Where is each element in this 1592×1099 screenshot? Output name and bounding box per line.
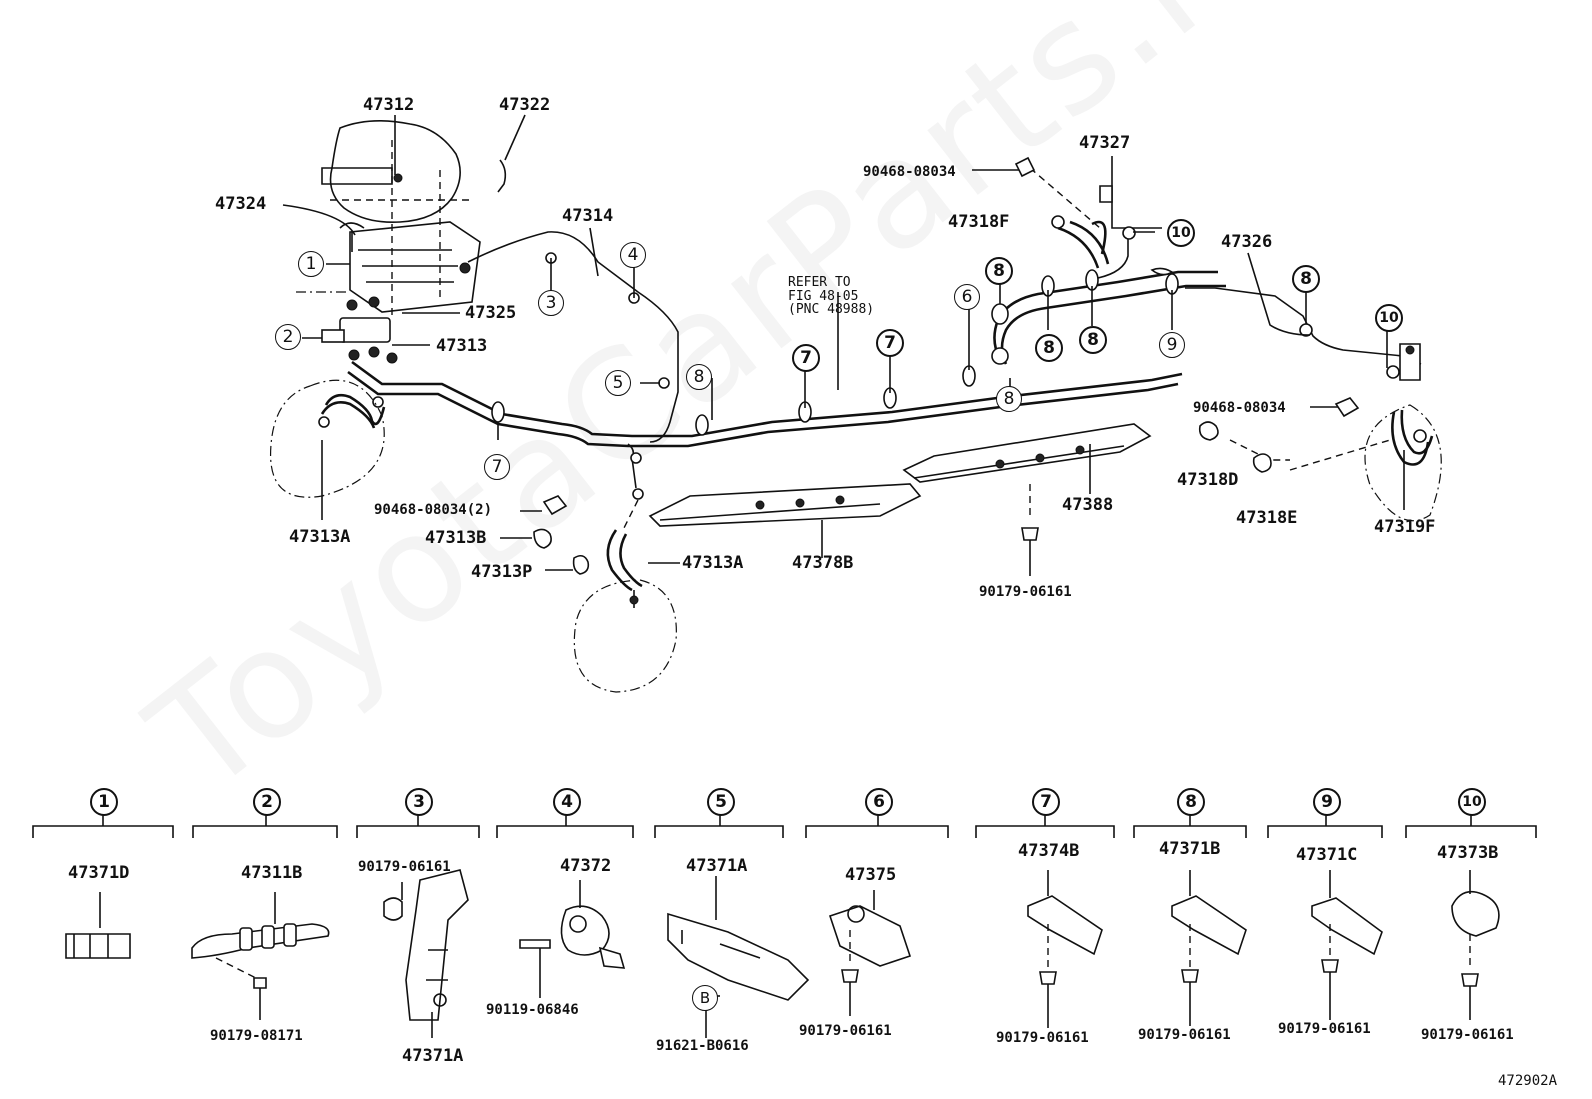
rear-hose-right xyxy=(1364,343,1442,522)
callout-8-d: 8 xyxy=(1035,334,1063,362)
detail-1-part-47371D: 47371D xyxy=(68,863,130,883)
hose-middle xyxy=(573,443,680,693)
detail-brackets xyxy=(32,813,1537,838)
callout-2: 2 xyxy=(275,324,301,350)
callout-9: 9 xyxy=(1159,332,1185,358)
callout-8-b: 8 xyxy=(985,257,1013,285)
callout-5: 5 xyxy=(605,370,631,396)
label-90179-mid: 90179-06161 xyxy=(979,584,1072,600)
callout-8-a: 8 xyxy=(686,364,712,390)
detail-5-part-47371A: 47371A xyxy=(686,856,748,876)
callout-7-right: 7 xyxy=(876,329,904,357)
label-47319F: 47319F xyxy=(1374,517,1436,537)
detail-7-part-90179-06161: 90179-06161 xyxy=(996,1030,1089,1046)
label-47313B: 47313B xyxy=(425,528,487,548)
detail-3-part-47371A: 47371A xyxy=(402,1046,464,1066)
label-90468-left: 90468-08034(2) xyxy=(374,502,493,518)
detail-4-number: 4 xyxy=(553,788,581,816)
detail-8-part-47371B: 47371B xyxy=(1159,839,1221,859)
detail-10-part-47373B: 47373B xyxy=(1437,843,1499,863)
detail-2-part-47311B: 47311B xyxy=(241,863,303,883)
label-90468-top: 90468-08034 xyxy=(863,164,956,180)
detail-8-number: 8 xyxy=(1177,788,1205,816)
detail-3-number: 3 xyxy=(405,788,433,816)
detail-9-part-90179-06161: 90179-06161 xyxy=(1278,1021,1371,1037)
detail-9-number: 9 xyxy=(1313,788,1341,816)
label-47318E: 47318E xyxy=(1236,508,1298,528)
callout-10-a: 10 xyxy=(1167,219,1195,247)
callout-7-mid: 7 xyxy=(792,344,820,372)
detail-6-part-90179-06161: 90179-06161 xyxy=(799,1023,892,1039)
detail-6-number: 6 xyxy=(865,788,893,816)
detail-2-part-90179-08171: 90179-08171 xyxy=(210,1028,303,1044)
callout-4: 4 xyxy=(620,242,646,268)
rear-fasteners xyxy=(1014,156,1360,473)
label-47313P: 47313P xyxy=(471,562,533,582)
label-90468-right: 90468-08034 xyxy=(1193,400,1286,416)
brake-lines xyxy=(347,167,1422,471)
label-47313A-mid: 47313A xyxy=(682,553,744,573)
detail-10-number: 10 xyxy=(1458,788,1486,816)
diagram-id: 472902A xyxy=(1498,1073,1558,1089)
detail-7-part-47374B: 47374B xyxy=(1018,841,1080,861)
detail-5-number: 5 xyxy=(707,788,735,816)
refer-note: REFER TO FIG 48-05 (PNC 48988) xyxy=(788,276,874,317)
callout-8-c: 8 xyxy=(996,386,1022,412)
callout-6: 6 xyxy=(954,284,980,310)
label-47318F: 47318F xyxy=(948,212,1010,232)
loose-parts xyxy=(500,495,590,575)
label-47318D: 47318D xyxy=(1177,470,1239,490)
detail-4-part-90119-06846: 90119-06846 xyxy=(486,1002,579,1018)
label-47322: 47322 xyxy=(499,95,551,115)
callout-1: 1 xyxy=(298,251,324,277)
hose-left xyxy=(270,379,386,520)
refer-note-line1: REFER TO xyxy=(788,275,851,290)
detail-parts-art xyxy=(65,869,1500,1038)
label-47313: 47313 xyxy=(436,336,488,356)
master-cylinder-assembly xyxy=(321,120,507,364)
callout-3: 3 xyxy=(538,290,564,316)
callout-7-left: 7 xyxy=(484,454,510,480)
detail-6-part-47375: 47375 xyxy=(845,865,897,885)
refer-note-line3: (PNC 48988) xyxy=(788,302,875,318)
label-47388: 47388 xyxy=(1062,495,1114,515)
detail-2-number: 2 xyxy=(253,788,281,816)
detail-3-part-90179-06161: 90179-06161 xyxy=(358,859,451,875)
label-47378B: 47378B xyxy=(792,553,854,573)
detail-4-part-47372: 47372 xyxy=(560,856,612,876)
callout-8-e: 8 xyxy=(1079,326,1107,354)
callout-8-f: 8 xyxy=(1292,265,1320,293)
label-47313A-left: 47313A xyxy=(289,527,351,547)
label-47324: 47324 xyxy=(215,194,267,214)
refer-note-line2: FIG 48-05 xyxy=(788,288,859,304)
detail-9-part-47371C: 47371C xyxy=(1296,845,1358,865)
label-47314: 47314 xyxy=(562,206,614,226)
detail-10-part-90179-06161: 90179-06161 xyxy=(1421,1027,1514,1043)
detail-5-marker-b: B xyxy=(692,985,718,1011)
detail-1-number: 1 xyxy=(90,788,118,816)
detail-7-number: 7 xyxy=(1032,788,1060,816)
label-47325: 47325 xyxy=(465,303,517,323)
callout-10-b: 10 xyxy=(1375,304,1403,332)
detail-5-part-91621-B0616: 91621-B0616 xyxy=(656,1038,749,1054)
label-47326: 47326 xyxy=(1221,232,1273,252)
label-47312: 47312 xyxy=(363,95,415,115)
label-47327: 47327 xyxy=(1079,133,1131,153)
skid-plates xyxy=(648,423,1152,576)
detail-8-part-90179-06161: 90179-06161 xyxy=(1138,1027,1231,1043)
